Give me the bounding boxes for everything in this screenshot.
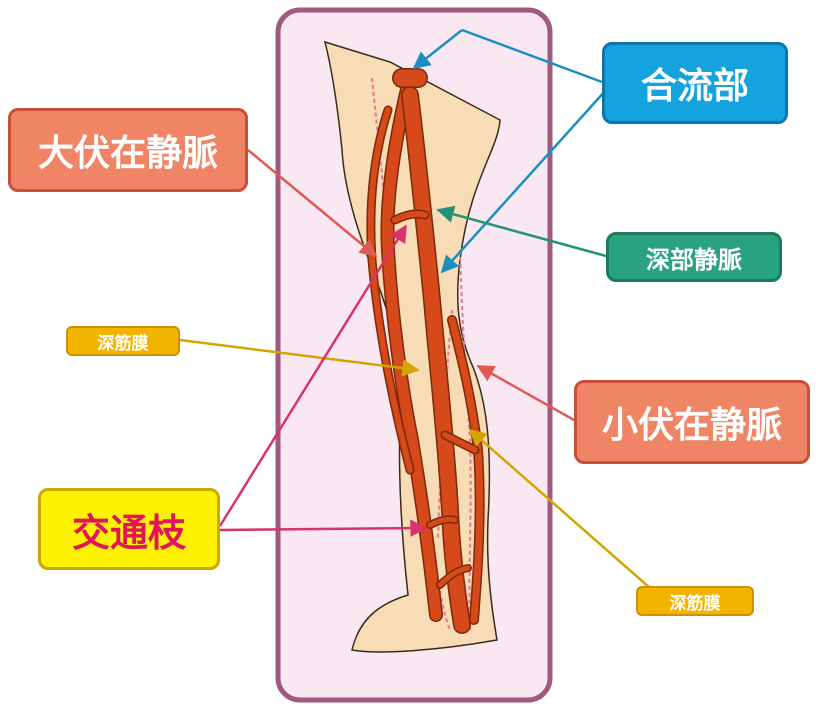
junction-label: 合流部 [602,42,788,124]
communicating-branch-label: 交通枝 [38,488,220,570]
deep-fascia-label-lower: 深筋膜 [636,586,754,616]
deep-vein-label: 深部静脈 [606,232,782,282]
deep-fascia-label-upper: 深筋膜 [66,326,180,356]
small-saphenous-vein-label: 小伏在静脈 [574,380,810,464]
great-saphenous-vein-label: 大伏在静脈 [8,108,248,192]
